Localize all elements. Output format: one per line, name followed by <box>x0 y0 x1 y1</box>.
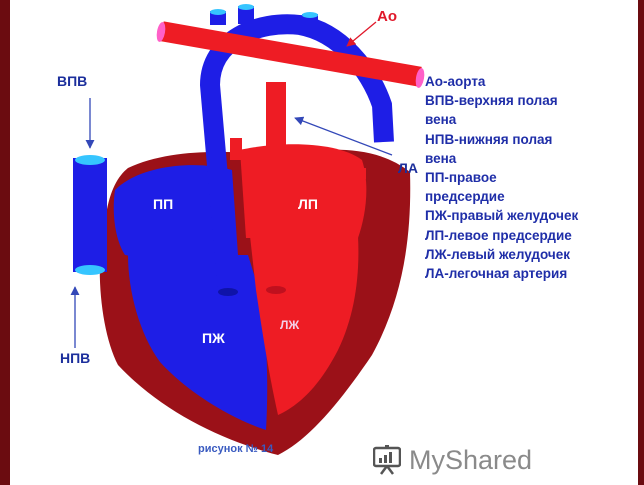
label-pzh: ПЖ <box>202 330 225 346</box>
legend-line: вена <box>425 149 638 168</box>
ivc-opening <box>75 265 105 275</box>
figure-caption: рисунок № 14 <box>198 443 273 455</box>
arrow-ao <box>347 22 376 46</box>
aorta-vertical-end <box>266 286 286 294</box>
legend-line: ПЖ-правый желудочек <box>425 206 638 225</box>
watermark: MyShared <box>373 440 532 480</box>
legend-line: ЛА-легочная артерия <box>425 264 638 283</box>
pulmonary-loop-end <box>218 288 238 296</box>
presentation-board-icon <box>373 445 401 475</box>
aorta-vertical <box>266 82 286 290</box>
label-lp: ЛП <box>298 196 318 212</box>
pulmonary-vein-left <box>230 138 242 160</box>
legend-line: Ао-аорта <box>425 72 638 91</box>
legend-line: ПП-правое <box>425 168 638 187</box>
label-ao: Ао <box>377 8 397 25</box>
legend-line: НПВ-нижняя полая <box>425 130 638 149</box>
watermark-text: MyShared <box>409 445 532 476</box>
label-la: ЛА <box>398 160 418 176</box>
slide: Ао ВПВ НПВ ЛА ПП ЛП ПЖ ЛЖ Ао-аорта ВПВ-в… <box>10 0 638 485</box>
label-lzh: ЛЖ <box>280 318 299 332</box>
legend-line: ВПВ-верхняя полая <box>425 91 638 110</box>
label-npv: НПВ <box>60 350 90 366</box>
label-vpv: ВПВ <box>57 73 87 89</box>
vena-cava <box>73 158 107 272</box>
label-pp: ПП <box>153 196 173 212</box>
legend-line: ЛП-левое предсердие <box>425 226 638 245</box>
legend-line: вена <box>425 110 638 129</box>
pulmonary-vein-lower <box>346 186 366 197</box>
svc-opening <box>75 155 105 165</box>
pulmonary-vein-upper <box>346 168 366 179</box>
legend-line: ЛЖ-левый желудочек <box>425 245 638 264</box>
legend: Ао-аорта ВПВ-верхняя полая вена НПВ-нижн… <box>425 72 638 283</box>
legend-line: предсердие <box>425 187 638 206</box>
